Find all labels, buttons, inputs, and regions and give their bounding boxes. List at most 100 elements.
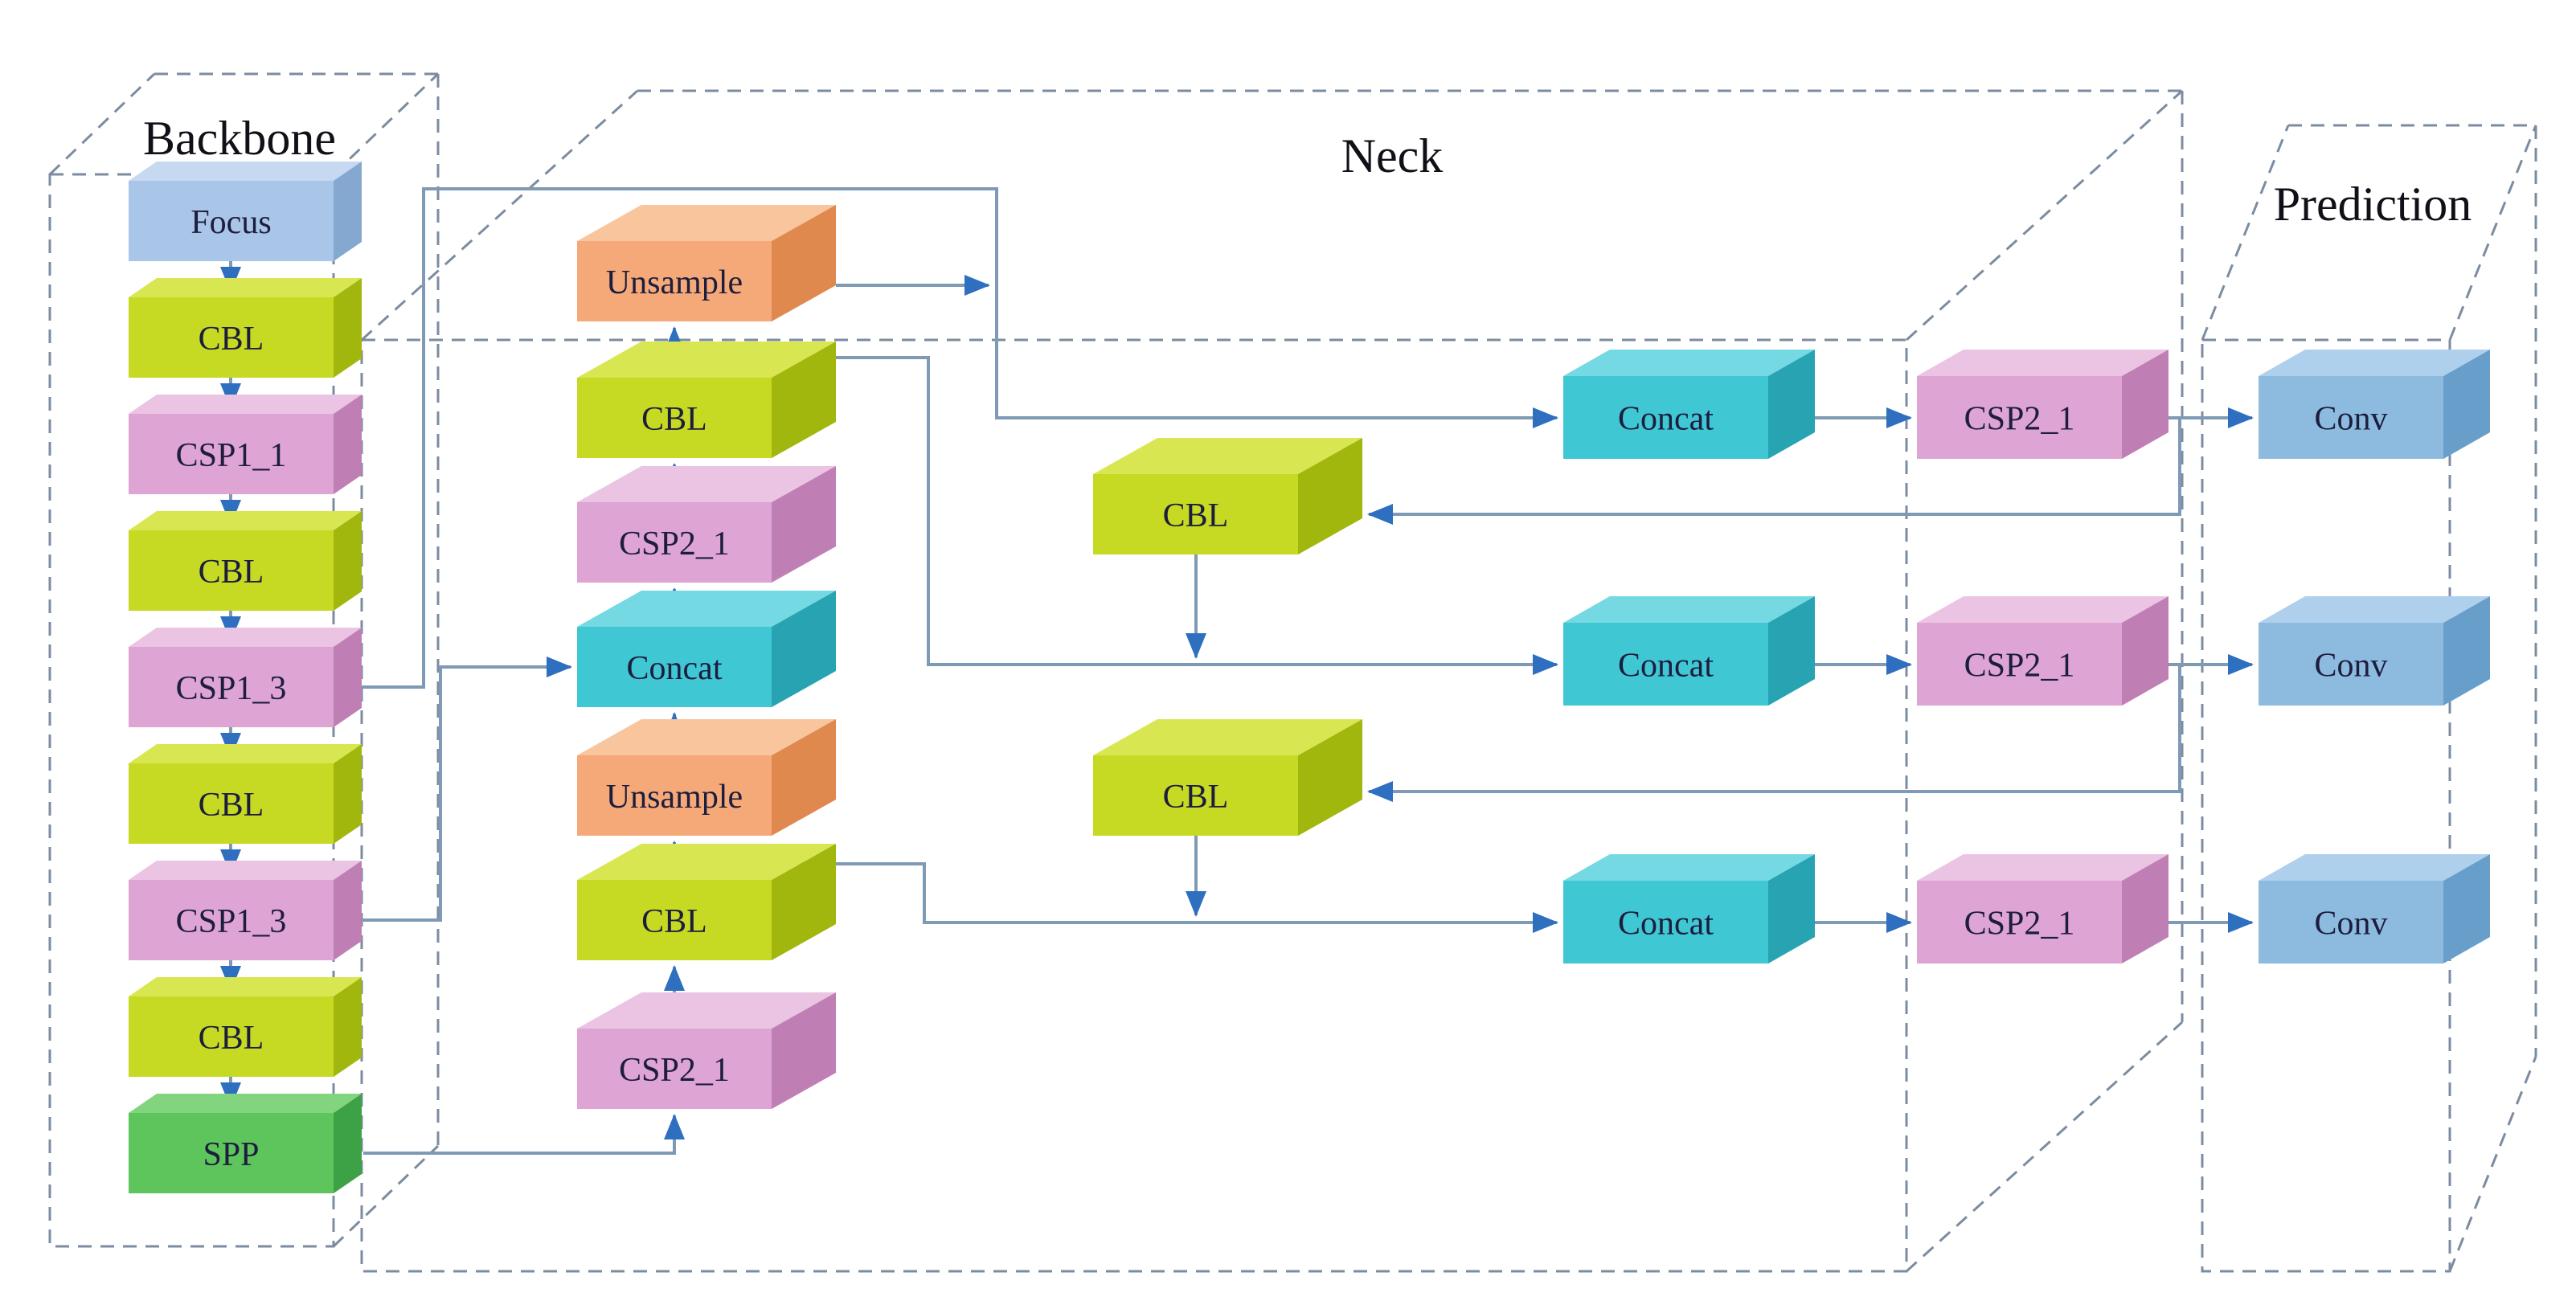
- bb-csp1-3b-top-face: [129, 861, 362, 880]
- neck-cbl-low: CBL: [577, 844, 836, 960]
- pred-conv-1: Conv: [2259, 350, 2490, 459]
- neck-unsample-low-top-face: [577, 719, 836, 755]
- bb-cbl-4-side-face: [334, 977, 362, 1077]
- neck-bottom-right-slant: [1905, 1021, 2184, 1273]
- neck-cbl-top-label: CBL: [641, 401, 707, 438]
- neck-pan-cbl-2-front-face: [1093, 755, 1298, 836]
- bb-cbl-3-side-face: [334, 744, 362, 844]
- pred-conv-1-top-face: [2259, 350, 2490, 376]
- neck-row1-csp: CSP2_1: [1917, 350, 2169, 459]
- neck-pan-cbl-1-front-face: [1093, 474, 1298, 554]
- pred-conv-2-label: Conv: [2314, 648, 2387, 685]
- neck-row1-concat-side-face: [1768, 350, 1815, 459]
- neck-concat-mid: Concat: [577, 591, 836, 707]
- neck-unsample-low-side-face: [772, 719, 836, 836]
- bb-csp1-3b-front-face: [129, 880, 334, 960]
- neck-cbl-top: CBL: [577, 342, 836, 458]
- neck-concat-mid-top-face: [577, 591, 836, 627]
- bb-focus-top-face: [129, 162, 362, 181]
- bb-csp1-3a-label: CSP1_3: [176, 670, 287, 707]
- bb-cbl-1-side-face: [334, 278, 362, 378]
- bb-cbl-4-top-face: [129, 977, 362, 996]
- pred-conv-3: Conv: [2259, 854, 2490, 963]
- neck-concat-mid-side-face: [772, 591, 836, 707]
- neck-pan-cbl-1-label: CBL: [1163, 497, 1229, 534]
- neck-cbl-top-top-face: [577, 342, 836, 378]
- bb-cbl-1-front-face: [129, 297, 334, 378]
- neck-row1-csp-side-face: [2122, 350, 2169, 459]
- neck-csp-bottom-side-face: [772, 992, 836, 1109]
- backbone-bottom-right-slant: [332, 1144, 440, 1248]
- pred-conv-2-top-face: [2259, 596, 2490, 623]
- neck-row2-csp-side-face: [2122, 596, 2169, 706]
- neck-unsample-low: Unsample: [577, 719, 836, 836]
- bb-csp1-1-top-face: [129, 395, 362, 414]
- flow-spp-to-neck-csp-bottom: [363, 1114, 685, 1155]
- bb-spp-top-face: [129, 1094, 362, 1113]
- bb-csp1-1: CSP1_1: [129, 395, 362, 494]
- bb-focus: Focus: [129, 162, 362, 261]
- neck-row1-csp-front-face: [1917, 376, 2122, 459]
- bb-cbl-2-label: CBL: [199, 554, 264, 591]
- neck-row2-concat-side-face: [1768, 596, 1815, 706]
- prediction-title: Prediction: [2274, 178, 2472, 231]
- flow-row2-feedback-to-pan-cbl2: [1367, 665, 2181, 802]
- neck-csp-mid-front-face: [577, 502, 772, 583]
- neck-row3-csp-side-face: [2122, 854, 2169, 963]
- bb-cbl-2-side-face: [334, 511, 362, 611]
- neck-row2-concat-label: Concat: [1618, 648, 1714, 685]
- pred-conv-1-front-face: [2259, 376, 2443, 459]
- flow-csp1-3b-to-mid-concat: [362, 657, 572, 922]
- bb-cbl-3-front-face: [129, 763, 334, 844]
- neck-csp-bottom-top-face: [577, 992, 836, 1029]
- neck-unsample-low-label: Unsample: [606, 779, 743, 816]
- neck-unsample-top-side-face: [772, 205, 836, 321]
- bb-cbl-1-label: CBL: [199, 321, 264, 358]
- neck-pan-cbl-2-top-face: [1093, 719, 1362, 755]
- bb-cbl-1: CBL: [129, 278, 362, 378]
- neck-row2-csp-label: CSP2_1: [1964, 648, 2075, 685]
- backbone-title: Backbone: [143, 112, 336, 165]
- pred-conv-3-front-face: [2259, 881, 2443, 963]
- bb-spp-side-face: [334, 1094, 362, 1193]
- neck-unsample-top: Unsample: [577, 205, 836, 321]
- neck-row1-concat-label: Concat: [1618, 401, 1714, 438]
- neck-pan-cbl-1-side-face: [1298, 438, 1362, 554]
- neck-csp-mid-top-face: [577, 466, 836, 502]
- neck-container: [360, 89, 2184, 1273]
- neck-unsample-top-front-face: [577, 241, 772, 321]
- neck-row1-concat: Concat: [1563, 350, 1815, 459]
- prediction-bottom-right-slant: [2448, 1056, 2537, 1272]
- bb-cbl-3-top-face: [129, 744, 362, 763]
- pred-conv-3-label: Conv: [2314, 906, 2387, 943]
- pred-conv-3-top-face: [2259, 854, 2490, 881]
- bb-spp-label: SPP: [203, 1136, 259, 1173]
- neck-row3-concat-side-face: [1768, 854, 1815, 963]
- bb-cbl-2-front-face: [129, 530, 334, 611]
- bb-csp1-3b-label: CSP1_3: [176, 903, 287, 940]
- neck-pan-cbl-2-label: CBL: [1163, 779, 1229, 816]
- neck-row3-csp: CSP2_1: [1917, 854, 2169, 963]
- pred-conv-3-side-face: [2443, 854, 2490, 963]
- neck-unsample-top-top-face: [577, 205, 836, 241]
- backbone-top-right-slant: [332, 72, 440, 176]
- bb-cbl-4-front-face: [129, 996, 334, 1077]
- neck-row3-concat-top-face: [1563, 854, 1815, 881]
- neck-csp-mid-side-face: [772, 466, 836, 583]
- bb-csp1-3a-side-face: [334, 628, 362, 727]
- neck-pan-cbl-2-side-face: [1298, 719, 1362, 836]
- neck-row2-csp-top-face: [1917, 596, 2169, 623]
- neck-cbl-low-front-face: [577, 880, 772, 960]
- pred-conv-1-label: Conv: [2314, 401, 2387, 438]
- neck-row3-csp-label: CSP2_1: [1964, 906, 2075, 943]
- section-titles: Backbone Neck Prediction: [143, 112, 2472, 231]
- neck-cbl-low-label: CBL: [641, 903, 707, 940]
- neck-csp-bottom-front-face: [577, 1029, 772, 1109]
- neck-row2-concat-top-face: [1563, 596, 1815, 623]
- prediction-container: [2201, 124, 2537, 1273]
- neck-row3-concat-front-face: [1563, 881, 1768, 963]
- dashed-containers: [48, 72, 2537, 1273]
- neck-top-left-slant: [360, 89, 639, 342]
- neck-csp-mid: CSP2_1: [577, 466, 836, 583]
